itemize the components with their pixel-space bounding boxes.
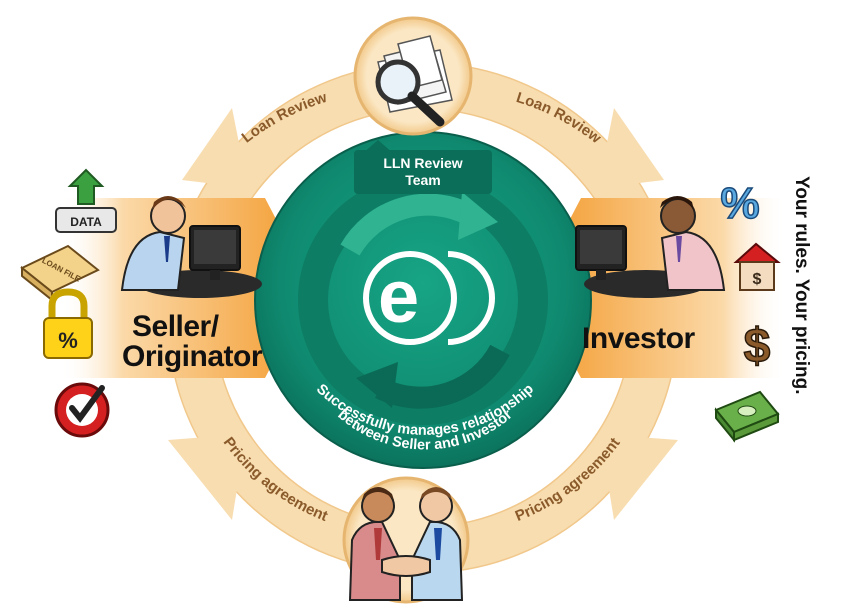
review-team-hub: LLN Review Team e Successfully manages r… [254, 131, 592, 469]
percent-icon: % [720, 178, 761, 229]
svg-text:$: $ [744, 320, 771, 373]
logo-letter: e [378, 255, 419, 338]
lock-percent-text: % [58, 328, 78, 353]
house-dollar-icon: $ [733, 242, 781, 291]
seller-label-line1: Seller/ [132, 310, 219, 343]
seller-person-at-computer-icon [120, 196, 262, 298]
team-label-line1: LLN Review [383, 155, 462, 171]
arrowhead-bottom-right [600, 434, 678, 520]
investor-person-at-computer-icon [575, 196, 726, 298]
data-icon-text: DATA [70, 215, 102, 229]
svg-text:$: $ [753, 271, 762, 288]
pricing-agreement-node [342, 476, 470, 604]
investor-label: Investor [582, 322, 695, 355]
loan-review-node [353, 16, 473, 136]
seller-label: Seller/ Originator [122, 310, 263, 373]
padlock-percent-icon: % [43, 288, 93, 359]
handshake-icon [348, 487, 464, 601]
data-upload-icon: DATA [55, 168, 117, 233]
team-banner [354, 150, 492, 194]
checkmark-badge-icon [54, 382, 110, 438]
arrowhead-top-right [598, 108, 664, 188]
arrowhead-bottom-left [168, 434, 246, 520]
cash-stack-icon [714, 390, 780, 443]
svg-text:%: % [720, 179, 759, 228]
tagline: Your rules. Your pricing. [791, 176, 812, 395]
eo-logo: e [363, 251, 495, 345]
dollar-sign-icon: $ [743, 319, 772, 374]
arrowhead-top-left [182, 108, 248, 188]
seller-label-line2: Originator [122, 340, 263, 373]
team-label-line2: Team [405, 172, 441, 188]
document-magnifier-icon [375, 35, 453, 127]
loan-file-folder-icon: LOAN FILE [20, 244, 100, 303]
